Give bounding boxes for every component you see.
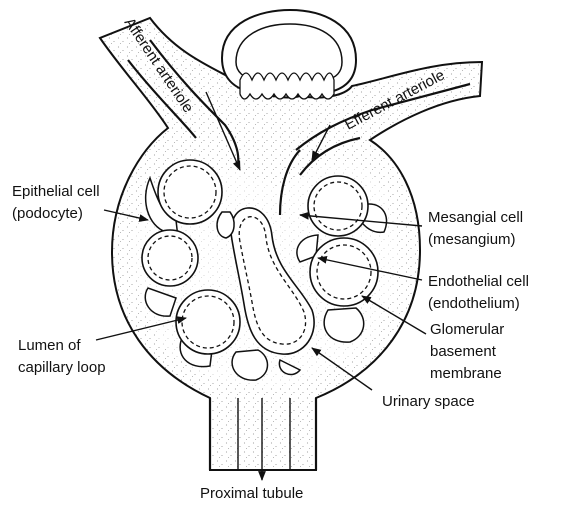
arrow-icon — [299, 211, 423, 227]
label-capillary-loop: capillary loop — [18, 359, 106, 376]
capillary-loops — [141, 159, 388, 381]
arrow-icon — [311, 347, 373, 391]
arrow-icon — [103, 209, 149, 222]
label-epithelial-cell: Epithelial cell — [12, 183, 100, 200]
label-glomerular: Glomerular — [430, 321, 504, 338]
macula-densa — [220, 8, 358, 100]
label-endothelium: (endothelium) — [428, 295, 520, 312]
efferent-arteriole — [278, 82, 471, 216]
afferent-arteriole — [127, 39, 240, 166]
label-mesangial-cell: Mesangial cell — [428, 209, 523, 226]
label-endothelial-cell: Endothelial cell — [428, 273, 529, 290]
leader-lines — [95, 91, 427, 481]
label-urinary-space: Urinary space — [382, 393, 475, 410]
label-mesangium: (mesangium) — [428, 231, 516, 248]
proximal-tubule-walls — [208, 398, 318, 470]
arrow-icon — [95, 316, 187, 341]
arrow-icon — [361, 295, 427, 335]
label-podocyte: (podocyte) — [12, 205, 83, 222]
label-lumen-of: Lumen of — [18, 337, 81, 354]
arrow-icon — [205, 91, 241, 171]
arrow-icon — [317, 255, 423, 281]
arrow-icon — [311, 124, 331, 161]
label-basement: basement — [430, 343, 497, 360]
label-proximal-tubule: Proximal tubule — [200, 485, 303, 502]
label-membrane: membrane — [430, 365, 502, 382]
